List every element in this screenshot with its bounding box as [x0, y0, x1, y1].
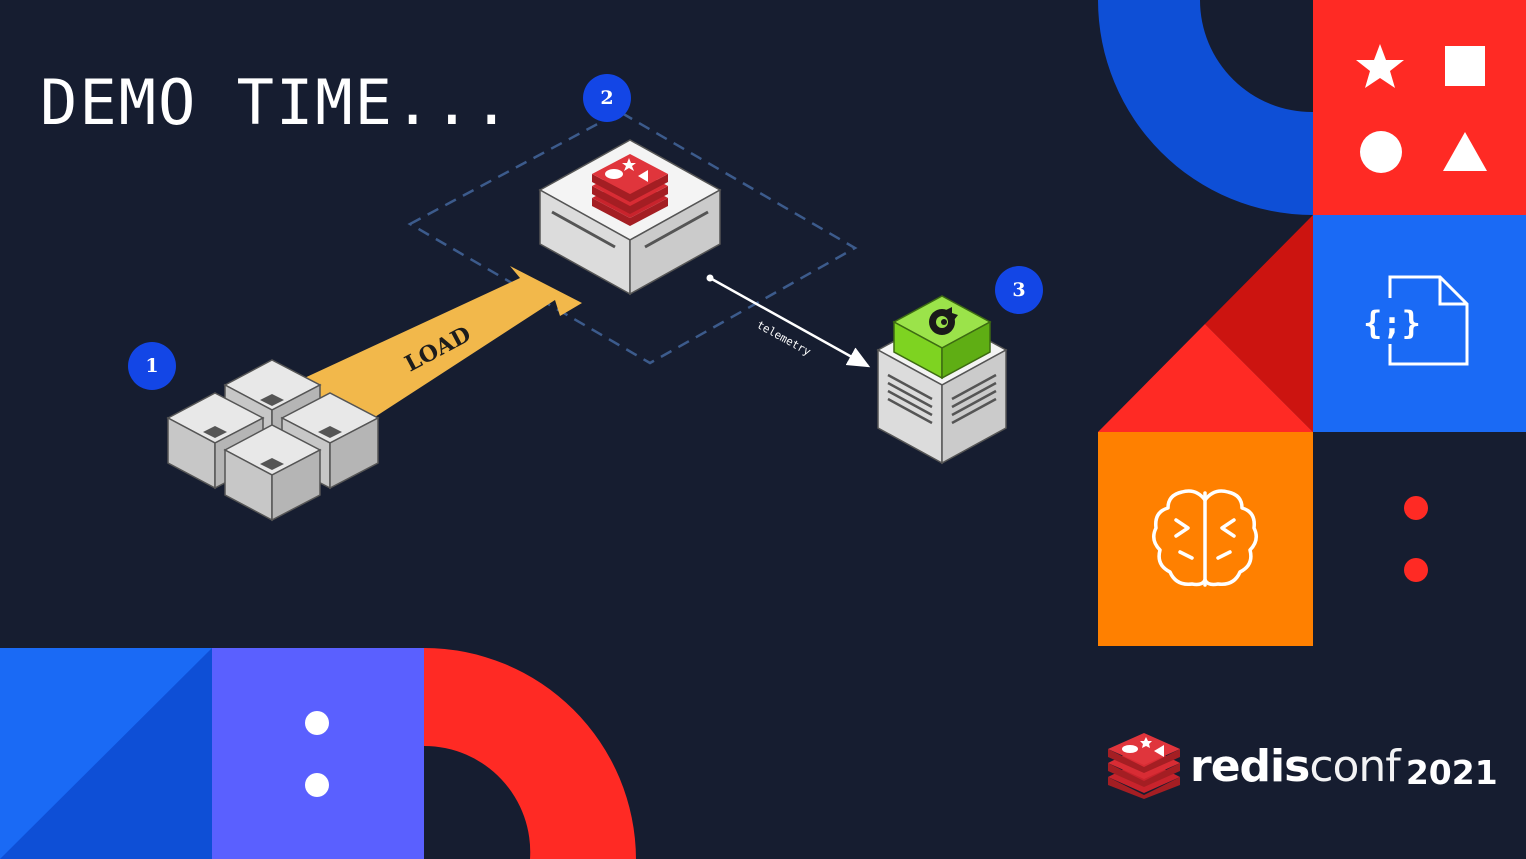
server-box-icon: [223, 424, 322, 522]
brand-name-redis: redis: [1190, 740, 1310, 792]
dot-decor: [1404, 496, 1428, 520]
step-badge-2: 2: [583, 74, 631, 122]
grafana-logo-icon: [929, 305, 958, 335]
brand-name: redisconf: [1190, 740, 1401, 792]
brain-icon: [1152, 489, 1258, 587]
json-file-tile: [1313, 215, 1526, 432]
step-badge-1: 1: [128, 342, 176, 390]
json-icon-text: {;}: [1363, 304, 1421, 342]
circle-icon: [1360, 131, 1402, 173]
redis-logo-icon: [1108, 733, 1180, 799]
load-generator-cluster: [166, 359, 380, 522]
dot-decor: [1404, 558, 1428, 582]
redis-region-dashed: [407, 110, 858, 365]
blue-arc-decor: [1098, 0, 1313, 215]
telemetry-arrow: telemetry: [706, 274, 871, 368]
shapes-tile: [1313, 0, 1526, 215]
dot-decor: [305, 711, 329, 735]
red-triangle-decor: [1098, 324, 1313, 432]
star-icon: [1356, 44, 1404, 88]
grafana-monitoring-server: [876, 295, 1008, 465]
decor-right: {;}: [1098, 0, 1526, 646]
brand-year: 2021: [1405, 752, 1498, 792]
redisconf-logo: redisconf 2021: [1106, 732, 1498, 800]
load-arrow: LOAD: [300, 266, 582, 428]
dark-red-triangle-decor: [1205, 215, 1313, 432]
triangle-icon: [1443, 132, 1487, 171]
redis-server: [538, 139, 722, 296]
square-icon: [1445, 46, 1485, 86]
violet-tile-decor: [212, 648, 424, 859]
file-icon: [1388, 275, 1469, 366]
decor-bottom: [0, 648, 636, 859]
blue-triangle-decor: [0, 648, 212, 859]
page-title: DEMO TIME...: [40, 66, 512, 139]
redis-logo-icon: [592, 154, 668, 226]
step-badge-3: 3: [995, 266, 1043, 314]
red-arc-decor: [424, 648, 636, 859]
dot-decor: [305, 773, 329, 797]
telemetry-arrow-label: telemetry: [755, 318, 814, 358]
brand-name-conf: conf: [1309, 740, 1400, 792]
